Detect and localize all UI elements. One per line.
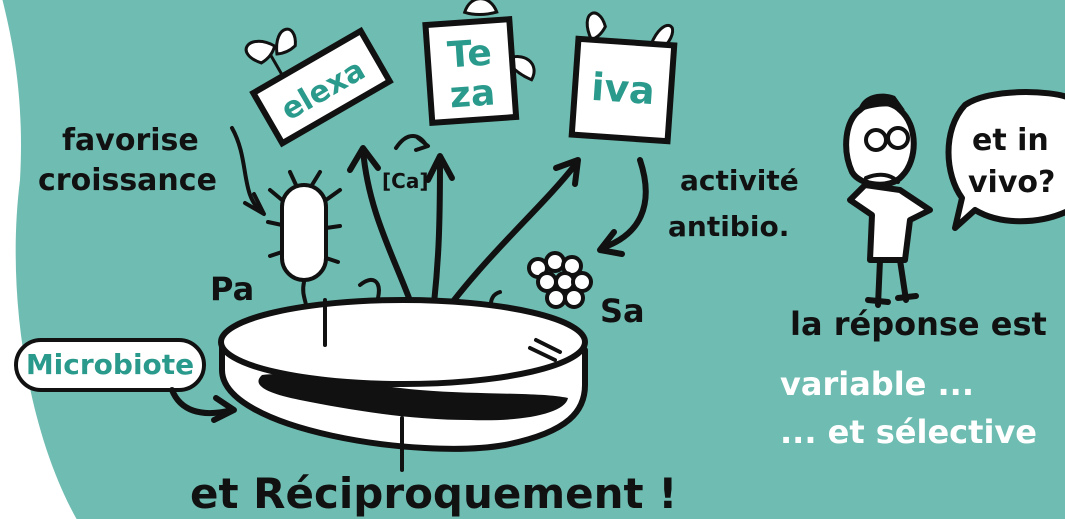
speech-bubble: et in vivo? (945, 89, 1065, 231)
bubble-text-line1: et in (972, 123, 1049, 158)
label-favorise-line1: favorise (62, 123, 199, 158)
label-activite-line1: activité (680, 164, 799, 197)
drug-label-teza-1: Te (446, 33, 493, 77)
arrow-icon (597, 157, 649, 257)
label-microbiote: Microbiote (26, 348, 194, 381)
microbiote-tag: Microbiote (14, 338, 206, 392)
drug-label-iva: iva (590, 65, 656, 113)
cocci-cluster-icon (527, 251, 593, 309)
leaf-icon (244, 27, 297, 77)
label-favorise-line2: croissance (38, 163, 217, 198)
answer-line1: la réponse est (790, 305, 1047, 343)
label-reciproquement: et Réciproquement ! (190, 469, 677, 518)
arrow-icon (169, 387, 237, 423)
drug-box-iva: iva (568, 11, 678, 145)
label-ca: [Ca] (382, 169, 428, 193)
label-pa: Pa (210, 270, 254, 308)
answer-line2: variable ... (780, 365, 974, 403)
petri-dish-icon (218, 297, 588, 472)
label-sa: Sa (600, 292, 645, 330)
drug-box-teza: Te za (422, 0, 536, 127)
answer-line3: ... et sélective (780, 413, 1037, 451)
drug-label-teza-2: za (448, 72, 496, 116)
label-activite-line2: antibio. (668, 210, 789, 243)
bubble-text-line2: vivo? (968, 165, 1055, 200)
arrow-icon (230, 126, 266, 216)
thinking-person-icon (843, 93, 933, 308)
